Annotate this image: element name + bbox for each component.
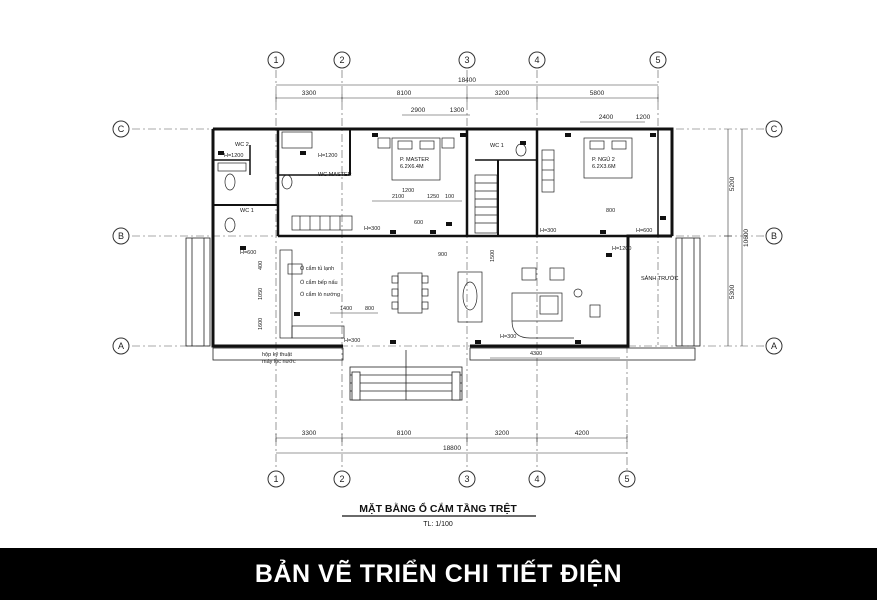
dim-top-sub-b1: 2400 bbox=[599, 114, 614, 121]
room-wc-master: WC MASTER bbox=[318, 172, 352, 178]
dim-top-total: 18400 bbox=[458, 77, 476, 84]
dim-inner-2100: 2100 bbox=[392, 194, 404, 200]
label-h600-a: H=600 bbox=[240, 250, 256, 256]
floor-plan-drawing: 1 2 3 4 5 1 2 3 4 5 C B A C B A bbox=[112, 51, 783, 528]
walls bbox=[211, 127, 674, 348]
dimension-texts: 18400 3300 8100 3200 5800 2900 1300 2400… bbox=[302, 77, 750, 452]
entrance-steps bbox=[349, 350, 463, 401]
axis-top-5: 5 bbox=[655, 55, 660, 65]
dim-inner-800b: 800 bbox=[606, 208, 615, 214]
dim-left-400: 400 bbox=[258, 261, 264, 270]
label-h1200-c: H=1200 bbox=[612, 246, 631, 252]
dimension-lines bbox=[275, 84, 743, 454]
inner-annotations: 2100 1250 100 900 1400 800 4300 800 1500… bbox=[224, 153, 652, 365]
dim-top-sub-b2: 1200 bbox=[636, 114, 651, 121]
dim-bottom-seg-2: 8100 bbox=[397, 430, 412, 437]
axis-top-2: 2 bbox=[339, 55, 344, 65]
axis-bottom-3: 3 bbox=[464, 474, 469, 484]
room-p-master: P. MASTER bbox=[400, 157, 429, 163]
label-outlet-oven: Ổ cắm lò nướng bbox=[300, 291, 340, 298]
drawing-scale: TL: 1/100 bbox=[423, 521, 453, 528]
dim-inner-600: 600 bbox=[414, 220, 423, 226]
room-p-ngu2: P. NGỦ 2 bbox=[592, 156, 615, 163]
dim-inner-1200: 1200 bbox=[402, 188, 414, 194]
dim-top-sub-a2: 1300 bbox=[450, 107, 465, 114]
room-wc1-right: WC 1 bbox=[490, 143, 504, 149]
axis-top-4: 4 bbox=[534, 55, 539, 65]
footer-banner: BẢN VẼ TRIỂN CHI TIẾT ĐIỆN bbox=[0, 548, 877, 600]
dim-inner-100: 100 bbox=[445, 194, 454, 200]
axis-top-1: 1 bbox=[273, 55, 278, 65]
dim-top-seg-3: 3200 bbox=[495, 90, 510, 97]
dim-inner-900: 900 bbox=[438, 252, 447, 258]
dim-bottom-seg-4: 4200 bbox=[575, 430, 590, 437]
label-note-water-filter: máy lọc nước bbox=[262, 359, 296, 365]
axis-bottom-1: 1 bbox=[273, 474, 278, 484]
room-p-ngu2-size: 6.2X3.6M bbox=[592, 164, 616, 170]
label-h1200-a: H=1200 bbox=[224, 153, 243, 159]
room-labels: WC 2 WC MASTER WC 1 WC 1 P. MASTER 6.2X6… bbox=[235, 142, 678, 282]
axis-bottom-2: 2 bbox=[339, 474, 344, 484]
label-h300-b: H=300 bbox=[540, 228, 556, 234]
dim-bottom-seg-3: 3200 bbox=[495, 430, 510, 437]
room-p-master-size: 6.2X6.4M bbox=[400, 164, 424, 170]
room-wc1-left: WC 1 bbox=[240, 208, 254, 214]
axis-left-b: B bbox=[118, 231, 124, 241]
dim-top-sub-a1: 2900 bbox=[411, 107, 426, 114]
axis-top-3: 3 bbox=[464, 55, 469, 65]
dim-top-seg-1: 3300 bbox=[302, 90, 317, 97]
axis-bottom-4: 4 bbox=[534, 474, 539, 484]
dim-inner-4300: 4300 bbox=[530, 351, 542, 357]
axis-right-b: B bbox=[771, 231, 777, 241]
side-porches bbox=[185, 237, 701, 361]
label-outlet-cooker: Ổ cắm bếp nấu bbox=[300, 279, 338, 286]
label-outlet-fridge: Ổ cắm tủ lạnh bbox=[300, 265, 334, 272]
label-note-tech-box: hộp kỹ thuật bbox=[262, 352, 292, 358]
dim-top-seg-4: 5800 bbox=[590, 90, 605, 97]
axis-labels: 1 2 3 4 5 1 2 3 4 5 C B A C B A bbox=[118, 55, 778, 484]
label-h300-c: H=300 bbox=[500, 334, 516, 340]
label-h1200-b: H=1200 bbox=[318, 153, 337, 159]
room-sanh-truoc: SẢNH TRƯỚC bbox=[641, 275, 678, 282]
dim-bottom-total: 18800 bbox=[443, 445, 461, 452]
dim-left-1050: 1050 bbox=[258, 288, 264, 300]
dim-top-seg-2: 8100 bbox=[397, 90, 412, 97]
dim-inner-800: 800 bbox=[365, 306, 374, 312]
dim-inner-1250: 1250 bbox=[427, 194, 439, 200]
dim-inner-1500: 1500 bbox=[490, 250, 496, 262]
dim-right-total: 10600 bbox=[743, 229, 750, 247]
dim-right-seg-2: 5300 bbox=[729, 284, 736, 299]
drawing-title: MẶT BẰNG Ổ CẮM TẦNG TRỆT bbox=[359, 502, 517, 515]
dim-left-1600: 1600 bbox=[258, 318, 264, 330]
label-h300-d: H=300 bbox=[344, 338, 360, 344]
label-h600-b: H=600 bbox=[636, 228, 652, 234]
dim-inner-1400: 1400 bbox=[340, 306, 352, 312]
dim-bottom-seg-1: 3300 bbox=[302, 430, 317, 437]
outlet-symbols bbox=[218, 133, 666, 344]
dim-right-seg-1: 5200 bbox=[729, 176, 736, 191]
axis-bottom-5: 5 bbox=[624, 474, 629, 484]
furniture bbox=[217, 131, 633, 339]
axis-right-c: C bbox=[771, 124, 778, 134]
axis-left-c: C bbox=[118, 124, 125, 134]
label-h300-a: H=300 bbox=[364, 226, 380, 232]
axis-right-a: A bbox=[771, 341, 777, 351]
banner-title: BẢN VẼ TRIỂN CHI TIẾT ĐIỆN bbox=[254, 559, 623, 588]
axis-left-a: A bbox=[118, 341, 124, 351]
axis-bubbles bbox=[112, 51, 783, 488]
room-wc2: WC 2 bbox=[235, 142, 249, 148]
